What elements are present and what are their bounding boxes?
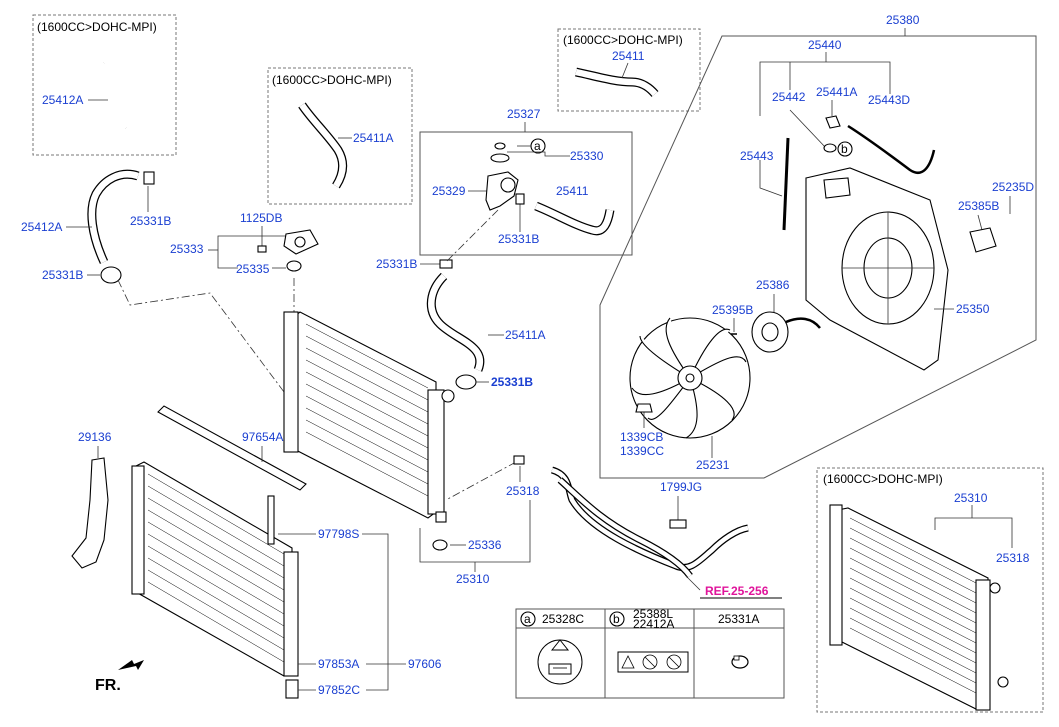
label-25440: 25440 xyxy=(808,38,842,52)
seal-strip-group: 97654A xyxy=(157,405,307,491)
callout-b: b xyxy=(841,142,848,156)
ref-label: REF.25-256 xyxy=(705,584,769,598)
hose-clamp-icon xyxy=(731,655,749,669)
label-97853A: 97853A xyxy=(318,657,359,671)
label-25318: 25318 xyxy=(506,484,540,498)
callout-a: a xyxy=(534,139,541,153)
label-25443D: 25443D xyxy=(868,93,910,107)
variant-box-25412A: (1600CC>DOHC-MPI) 25412A xyxy=(32,14,177,156)
label-97852C: 97852C xyxy=(318,683,360,697)
mount-bracket-group: 1125DB 25333 25335 xyxy=(170,211,319,276)
legend-letter-a: a xyxy=(524,612,531,626)
assembly-guide-lines xyxy=(117,209,517,501)
legend-part-b2: 22412A xyxy=(633,617,674,631)
label-25412A: 25412A xyxy=(21,220,62,234)
front-direction-indicator: FR. xyxy=(95,660,144,694)
fan-blades xyxy=(631,317,747,439)
variant-radiator-fins xyxy=(849,517,979,695)
label-25310-variant: 25310 xyxy=(954,491,988,505)
label-25411: 25411 xyxy=(556,184,589,198)
label-1799JG: 1799JG xyxy=(660,480,702,494)
engine-note: (1600CC>DOHC-MPI) xyxy=(37,20,157,34)
label-25385B: 25385B xyxy=(958,199,999,213)
label-97798S: 97798S xyxy=(318,527,359,541)
engine-note: (1600CC>DOHC-MPI) xyxy=(563,33,683,47)
legend-cell-c: 25331A xyxy=(718,612,759,669)
label-25411A: 25411A xyxy=(353,131,393,145)
engine-note: (1600CC>DOHC-MPI) xyxy=(823,472,943,486)
air-guard-group: 29136 xyxy=(71,430,112,569)
label-25331B: 25331B xyxy=(42,268,83,282)
legend-cell-b: b 25388L 22412A xyxy=(609,607,689,673)
label-25330: 25330 xyxy=(570,149,604,163)
lower-hose-group: 25331B 25412A 25331B xyxy=(21,169,171,284)
label-25395B: 25395B xyxy=(712,303,753,317)
upper-hose-group: 25331B 25411A 25331B xyxy=(376,257,545,390)
engine-note: (1600CC>DOHC-MPI) xyxy=(272,73,392,87)
thermostat-assembly-box: 25327 a 25330 25329 25411 25331B xyxy=(419,107,633,256)
legend-letter-b: b xyxy=(613,612,620,626)
warning-cap-icon xyxy=(537,639,583,685)
label-25318-variant: 25318 xyxy=(996,551,1030,565)
label-97654A: 97654A xyxy=(242,430,283,444)
warning-label-icon xyxy=(617,651,689,673)
label-25329: 25329 xyxy=(432,184,466,198)
legend-cell-a: a 25328C xyxy=(520,611,584,685)
main-radiator-fins xyxy=(305,323,429,497)
label-25336: 25336 xyxy=(468,538,502,552)
label-25331B-bold: 25331B xyxy=(491,375,533,389)
condenser: 97798S 97853A 97606 97852C xyxy=(131,461,442,699)
label-25380: 25380 xyxy=(886,13,920,27)
label-25327: 25327 xyxy=(507,107,541,121)
label-1125DB: 1125DB xyxy=(240,211,282,225)
drain-plug-group: 25318 25336 25310 xyxy=(419,455,540,586)
legend-part-c: 25331A xyxy=(718,612,759,626)
reservoir-hose-group: 1799JG REF.25-256 xyxy=(550,466,782,599)
variant-box-25310: (1600CC>DOHC-MPI) 25310 25318 xyxy=(816,467,1044,713)
variant-box-25411: (1600CC>DOHC-MPI) 25411 xyxy=(557,28,701,112)
variant-box-25411A: (1600CC>DOHC-MPI) 25411A xyxy=(267,67,413,205)
legend-part-a: 25328C xyxy=(542,612,584,626)
label-25310: 25310 xyxy=(456,572,490,586)
label-25231: 25231 xyxy=(696,458,730,472)
label-25442: 25442 xyxy=(772,90,806,104)
label-25386: 25386 xyxy=(756,278,790,292)
label-25350: 25350 xyxy=(956,302,990,316)
label-1339CB: 1339CB xyxy=(620,430,663,444)
front-label: FR. xyxy=(95,677,121,694)
label-25411A: 25411A xyxy=(505,328,545,342)
label-25441A: 25441A xyxy=(816,85,857,99)
legend-part-b1: 25388L xyxy=(633,607,673,621)
front-arrow-icon xyxy=(118,660,144,670)
fan-shroud-assembly-box: 25380 25440 25442 25441A 25443D 25443 b … xyxy=(599,13,1037,479)
label-25331B: 25331B xyxy=(498,232,539,246)
label-25331B: 25331B xyxy=(130,214,171,228)
label-25331B: 25331B xyxy=(376,257,417,271)
label-29136: 29136 xyxy=(78,430,112,444)
label-25333: 25333 xyxy=(170,242,204,256)
label-25235D: 25235D xyxy=(992,180,1034,194)
condenser-fins xyxy=(147,473,285,663)
label-1339CC: 1339CC xyxy=(620,444,664,458)
legend-table: a 25328C b 25388L 22412A xyxy=(515,607,785,699)
main-radiator xyxy=(283,311,455,523)
label-25411: 25411 xyxy=(612,49,645,63)
label-25412A: 25412A xyxy=(42,93,83,107)
label-97606: 97606 xyxy=(408,657,442,671)
label-25335: 25335 xyxy=(236,262,270,276)
label-25443: 25443 xyxy=(740,149,774,163)
